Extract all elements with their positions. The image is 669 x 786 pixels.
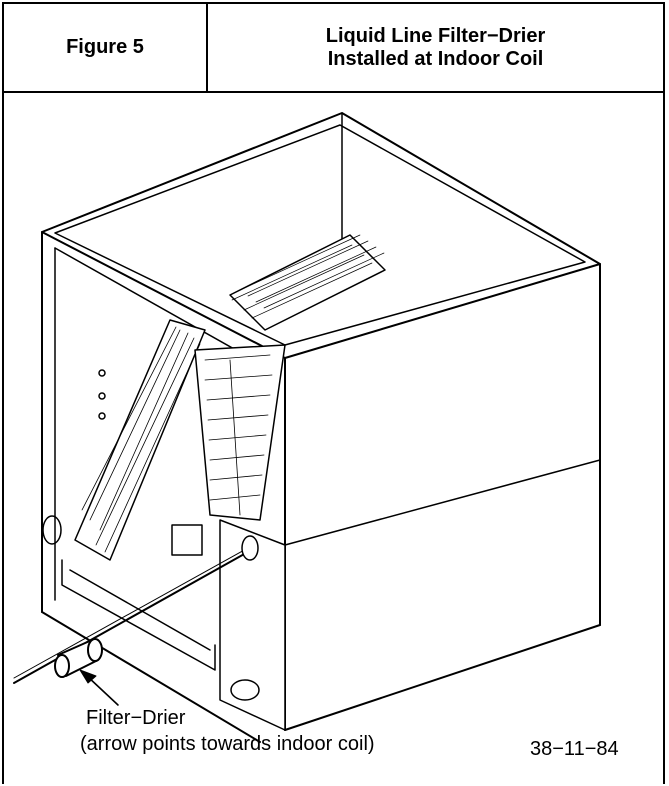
cabinet-outline: [41, 112, 601, 743]
figure-title-line2: Installed at Indoor Coil: [327, 47, 544, 70]
filter-drier: [54, 638, 103, 678]
arrow-direction-note: (arrow points towards indoor coil): [80, 733, 375, 755]
figure-label: Figure 5: [66, 36, 144, 58]
label-plate: [171, 524, 203, 556]
coil-tube-fittings: [42, 369, 260, 701]
figure-label-cell: Figure 5: [4, 4, 208, 91]
coil-top-slab: [229, 234, 386, 331]
figure-title-cell: Liquid Line Filter−Drier Installed at In…: [208, 4, 663, 91]
liquid-line: [13, 535, 259, 684]
filter-drier-arrow: [79, 669, 119, 706]
figure-title-line1: Liquid Line Filter−Drier: [325, 24, 546, 47]
figure-header: Figure 5 Liquid Line Filter−Drier Instal…: [4, 4, 663, 93]
drain-pan: [61, 559, 216, 671]
figure-number: 38−11−84: [530, 738, 619, 760]
a-coil: [74, 319, 286, 561]
filter-drier-label: Filter−Drier: [86, 707, 186, 729]
